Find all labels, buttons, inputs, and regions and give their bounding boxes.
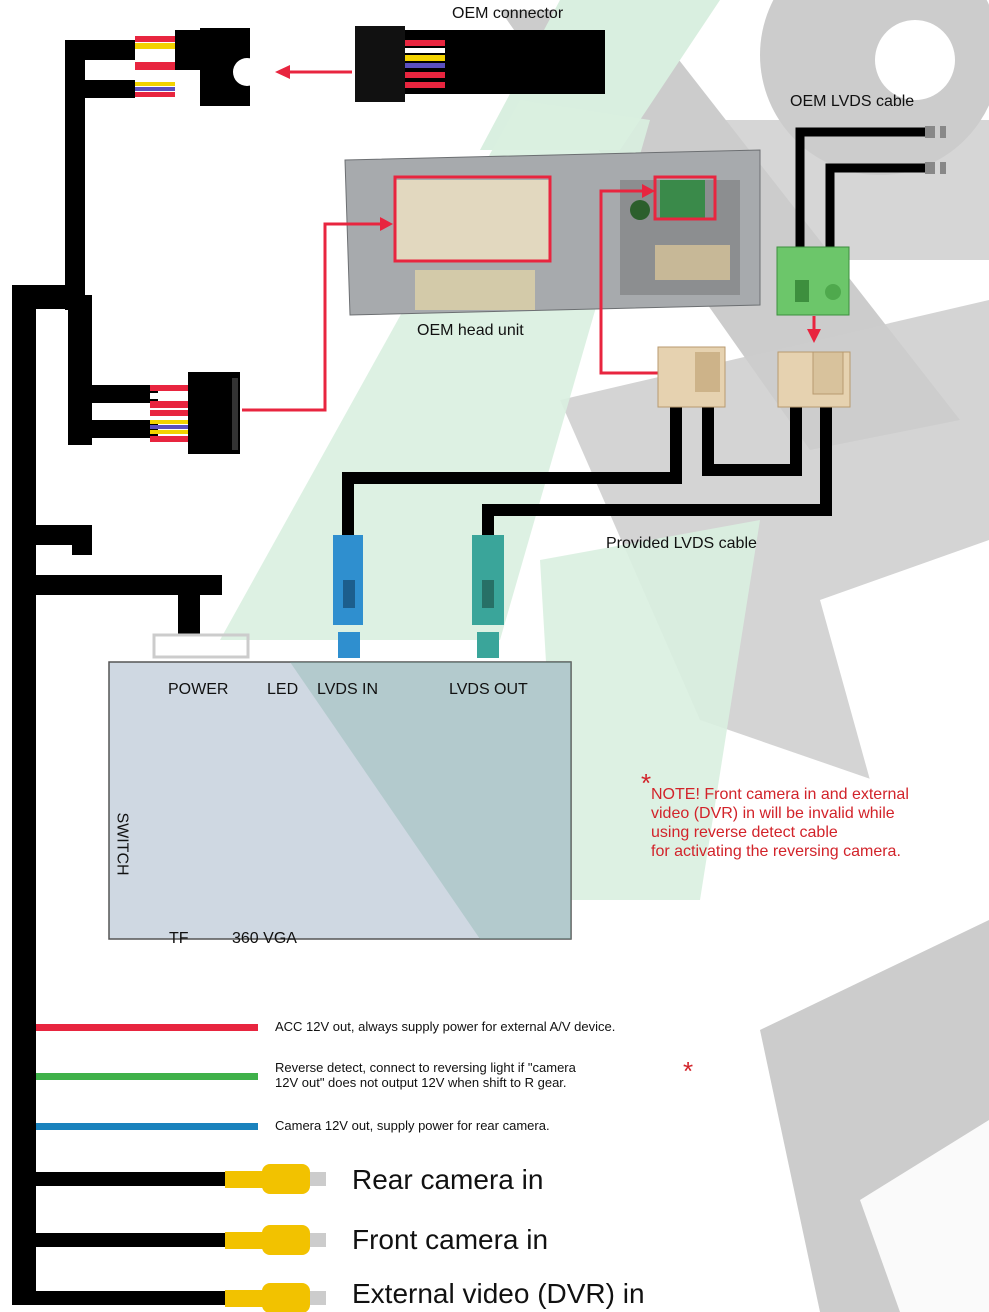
oem-lvds-plugs [925,126,946,174]
rca-front-label: Front camera in [352,1224,549,1255]
port-lvds-out-label: LVDS OUT [449,681,528,698]
oem-head-unit-label: OEM head unit [417,322,524,339]
connection-arrows [242,70,816,412]
provided-lvds-cable-label: Provided LVDS cable [606,535,757,552]
oem-lvds-cable-label: OEM LVDS cable [790,93,915,110]
legend-camera-text: Camera 12V out, supply power for rear ca… [275,1118,550,1133]
port-tf-label: TF [169,930,189,947]
rca-plug-front [225,1225,326,1255]
legend-star: * [683,1056,694,1086]
rca-rear-label: Rear camera in [352,1164,544,1195]
note-text: NOTE! Front camera in and external video… [651,785,909,861]
lvds-out-plug [472,535,504,658]
watermark [220,0,989,1312]
head-unit-highlights [393,175,717,263]
legend-reverse-text-2: 12V out" does not output 12V when shift … [275,1075,567,1090]
port-vga-label: 360 VGA [232,930,297,947]
arrow-heads [275,65,821,343]
harness-wires [12,40,230,1305]
oem-connector [355,26,605,102]
note-line: using reverse detect cable [651,824,838,841]
note-line: NOTE! Front camera in and external [651,786,909,803]
legend-reverse-text-1: Reverse detect, connect to reversing lig… [275,1060,576,1075]
legend-acc-text: ACC 12V out, always supply power for ext… [275,1019,616,1034]
power-connector [152,633,250,659]
oem-head-unit [344,149,761,316]
rca-dvr-label: External video (DVR) in [352,1278,645,1309]
rca-plug-rear [225,1164,326,1194]
tan-lvds-connectors [657,346,851,408]
port-power-label: POWER [168,681,229,698]
port-lvds-in-label: LVDS IN [317,681,379,698]
note-star: * [641,768,652,798]
oem-connector-label: OEM connector [452,5,564,22]
harness-plug-mid [150,372,240,454]
provided-lvds-wires [342,405,832,540]
note-line: video (DVR) in will be invalid while [651,805,895,822]
port-switch-label: SWITCH [113,812,131,876]
harness-plug-top [135,28,261,106]
green-lvds-connector [776,246,850,316]
interface-box [108,661,572,940]
oem-lvds-wires [795,127,925,250]
rca-plug-dvr [225,1283,326,1312]
legend-lines [36,1024,258,1130]
lvds-in-plug [333,535,363,658]
note-line: for activating the reversing camera. [651,843,901,860]
port-led-label: LED [267,681,299,698]
